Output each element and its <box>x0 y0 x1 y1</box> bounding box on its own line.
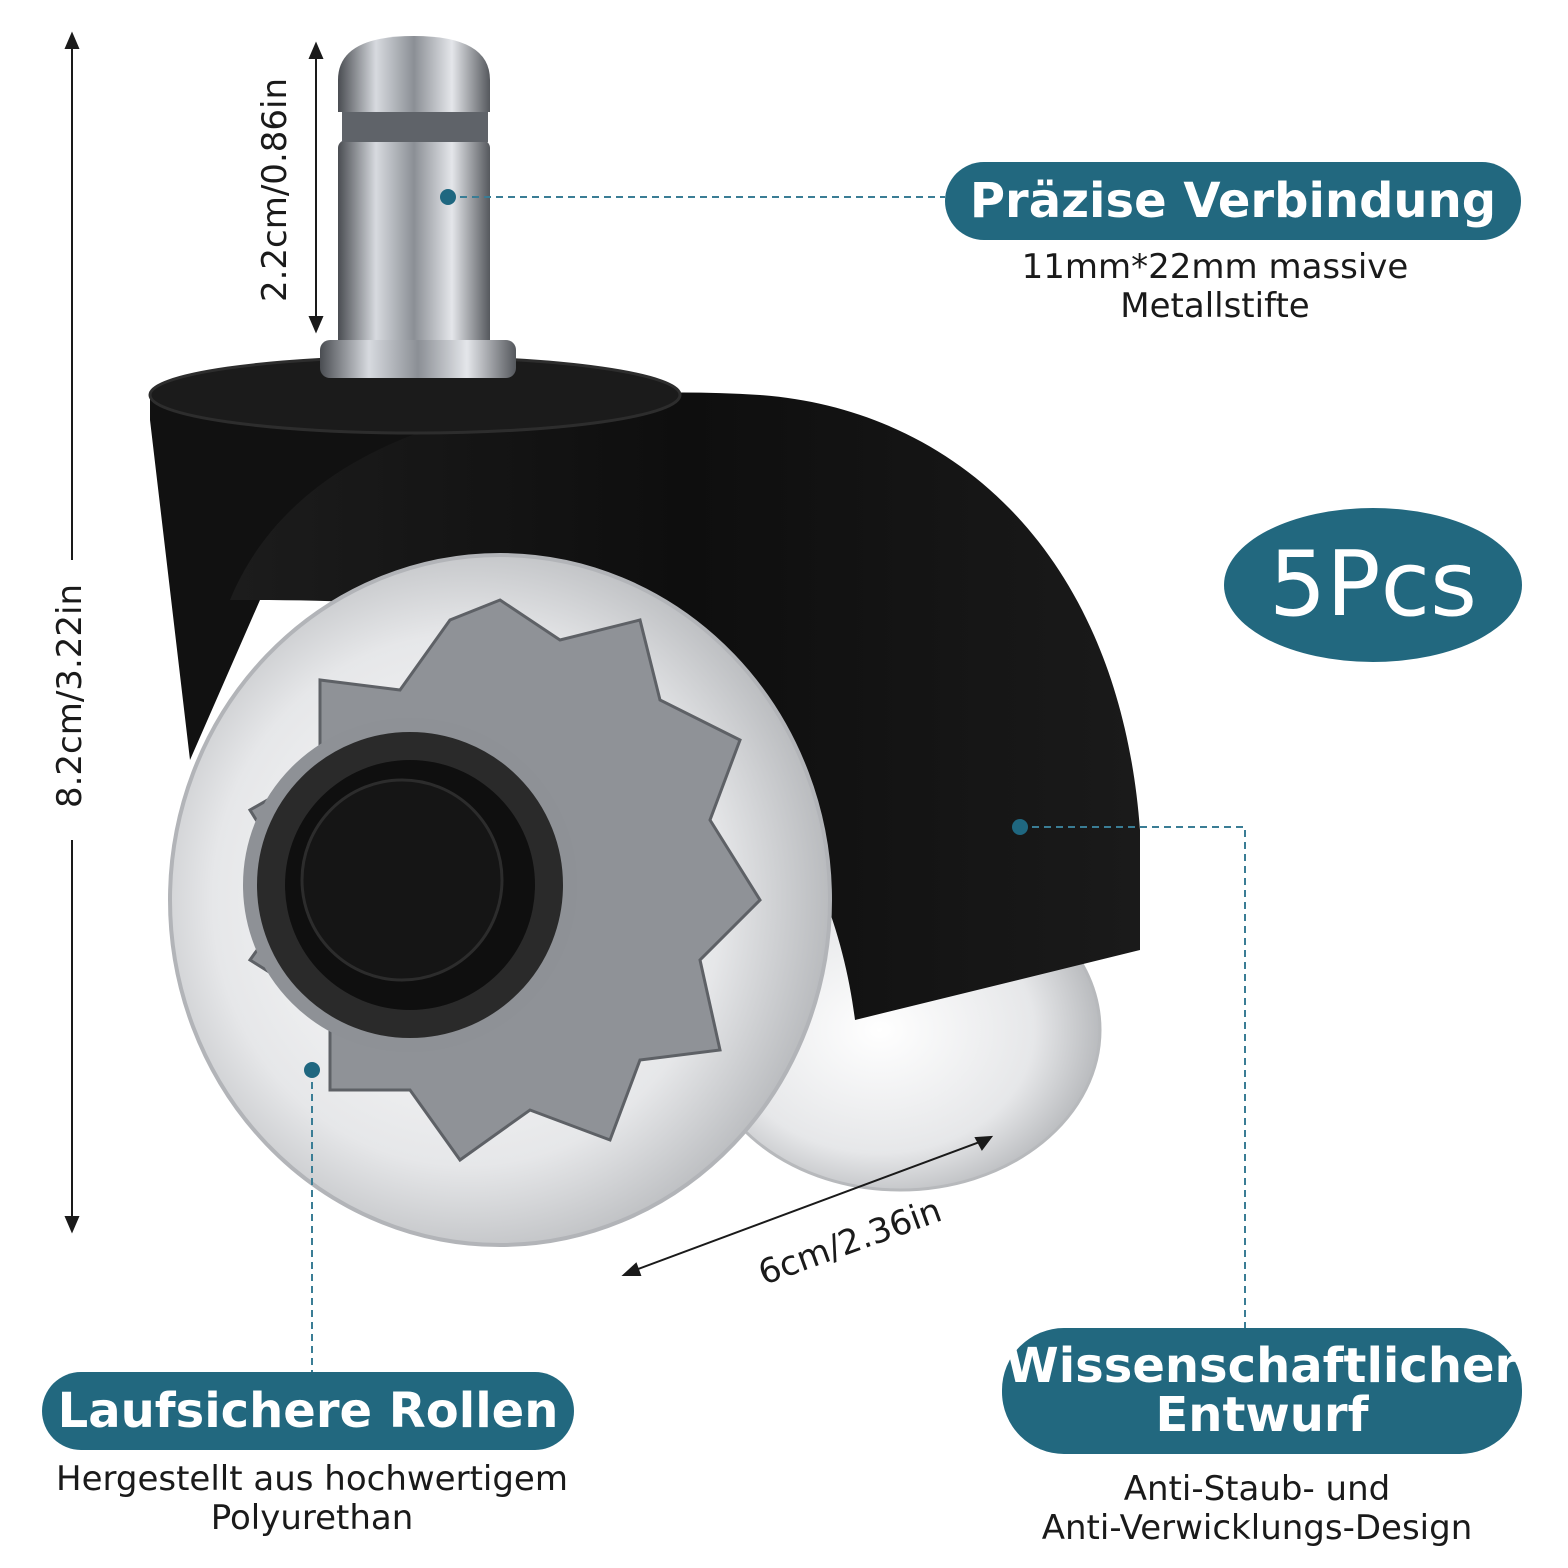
pin-height-label: 2.2cm/0.86in <box>255 77 295 303</box>
design-desc-line2: Anti-Verwicklungs-Design <box>1041 1508 1473 1549</box>
leader-line-design <box>1020 826 1246 1328</box>
rollers-desc-line1: Hergestellt aus hochwertigem <box>56 1459 568 1499</box>
pin-shaft <box>338 140 490 365</box>
design-title-line2: Entwurf <box>1155 1387 1369 1443</box>
connection-title-badge: Präzise Verbindung <box>945 162 1521 240</box>
anchor-dot-rollers <box>304 1062 320 1078</box>
total-height-label: 8.2cm/3.22in <box>50 583 90 809</box>
housing-hood <box>230 392 1140 1021</box>
anchor-dot-design <box>1012 819 1028 835</box>
design-title-line1: Wissenschaftlicher <box>1005 1338 1519 1395</box>
rollers-title-badge: Laufsichere Rollen <box>42 1372 574 1450</box>
quantity-badge: 5Pcs <box>1224 508 1522 662</box>
anchor-dot-connection <box>440 189 456 205</box>
pin-groove <box>342 112 488 142</box>
connection-desc-line1: 11mm*22mm massive <box>1021 247 1409 287</box>
pin-head <box>338 36 490 112</box>
rollers-desc-line2: Polyurethan <box>210 1498 414 1539</box>
design-description: Anti-Staub- und Anti-Verwicklungs-Design <box>1002 1469 1512 1549</box>
rollers-description: Hergestellt aus hochwertigem Polyurethan <box>42 1459 582 1539</box>
design-desc-line1: Anti-Staub- und <box>1123 1469 1391 1509</box>
connection-description: 11mm*22mm massive Metallstifte <box>945 247 1485 327</box>
pin-collar <box>320 340 516 378</box>
hub-cap-inner <box>300 778 504 982</box>
design-title-badge: Wissenschaftlicher Entwurf <box>1002 1328 1522 1454</box>
connection-desc-line2: Metallstifte <box>1120 286 1310 327</box>
width-dimension-line <box>629 1139 986 1273</box>
